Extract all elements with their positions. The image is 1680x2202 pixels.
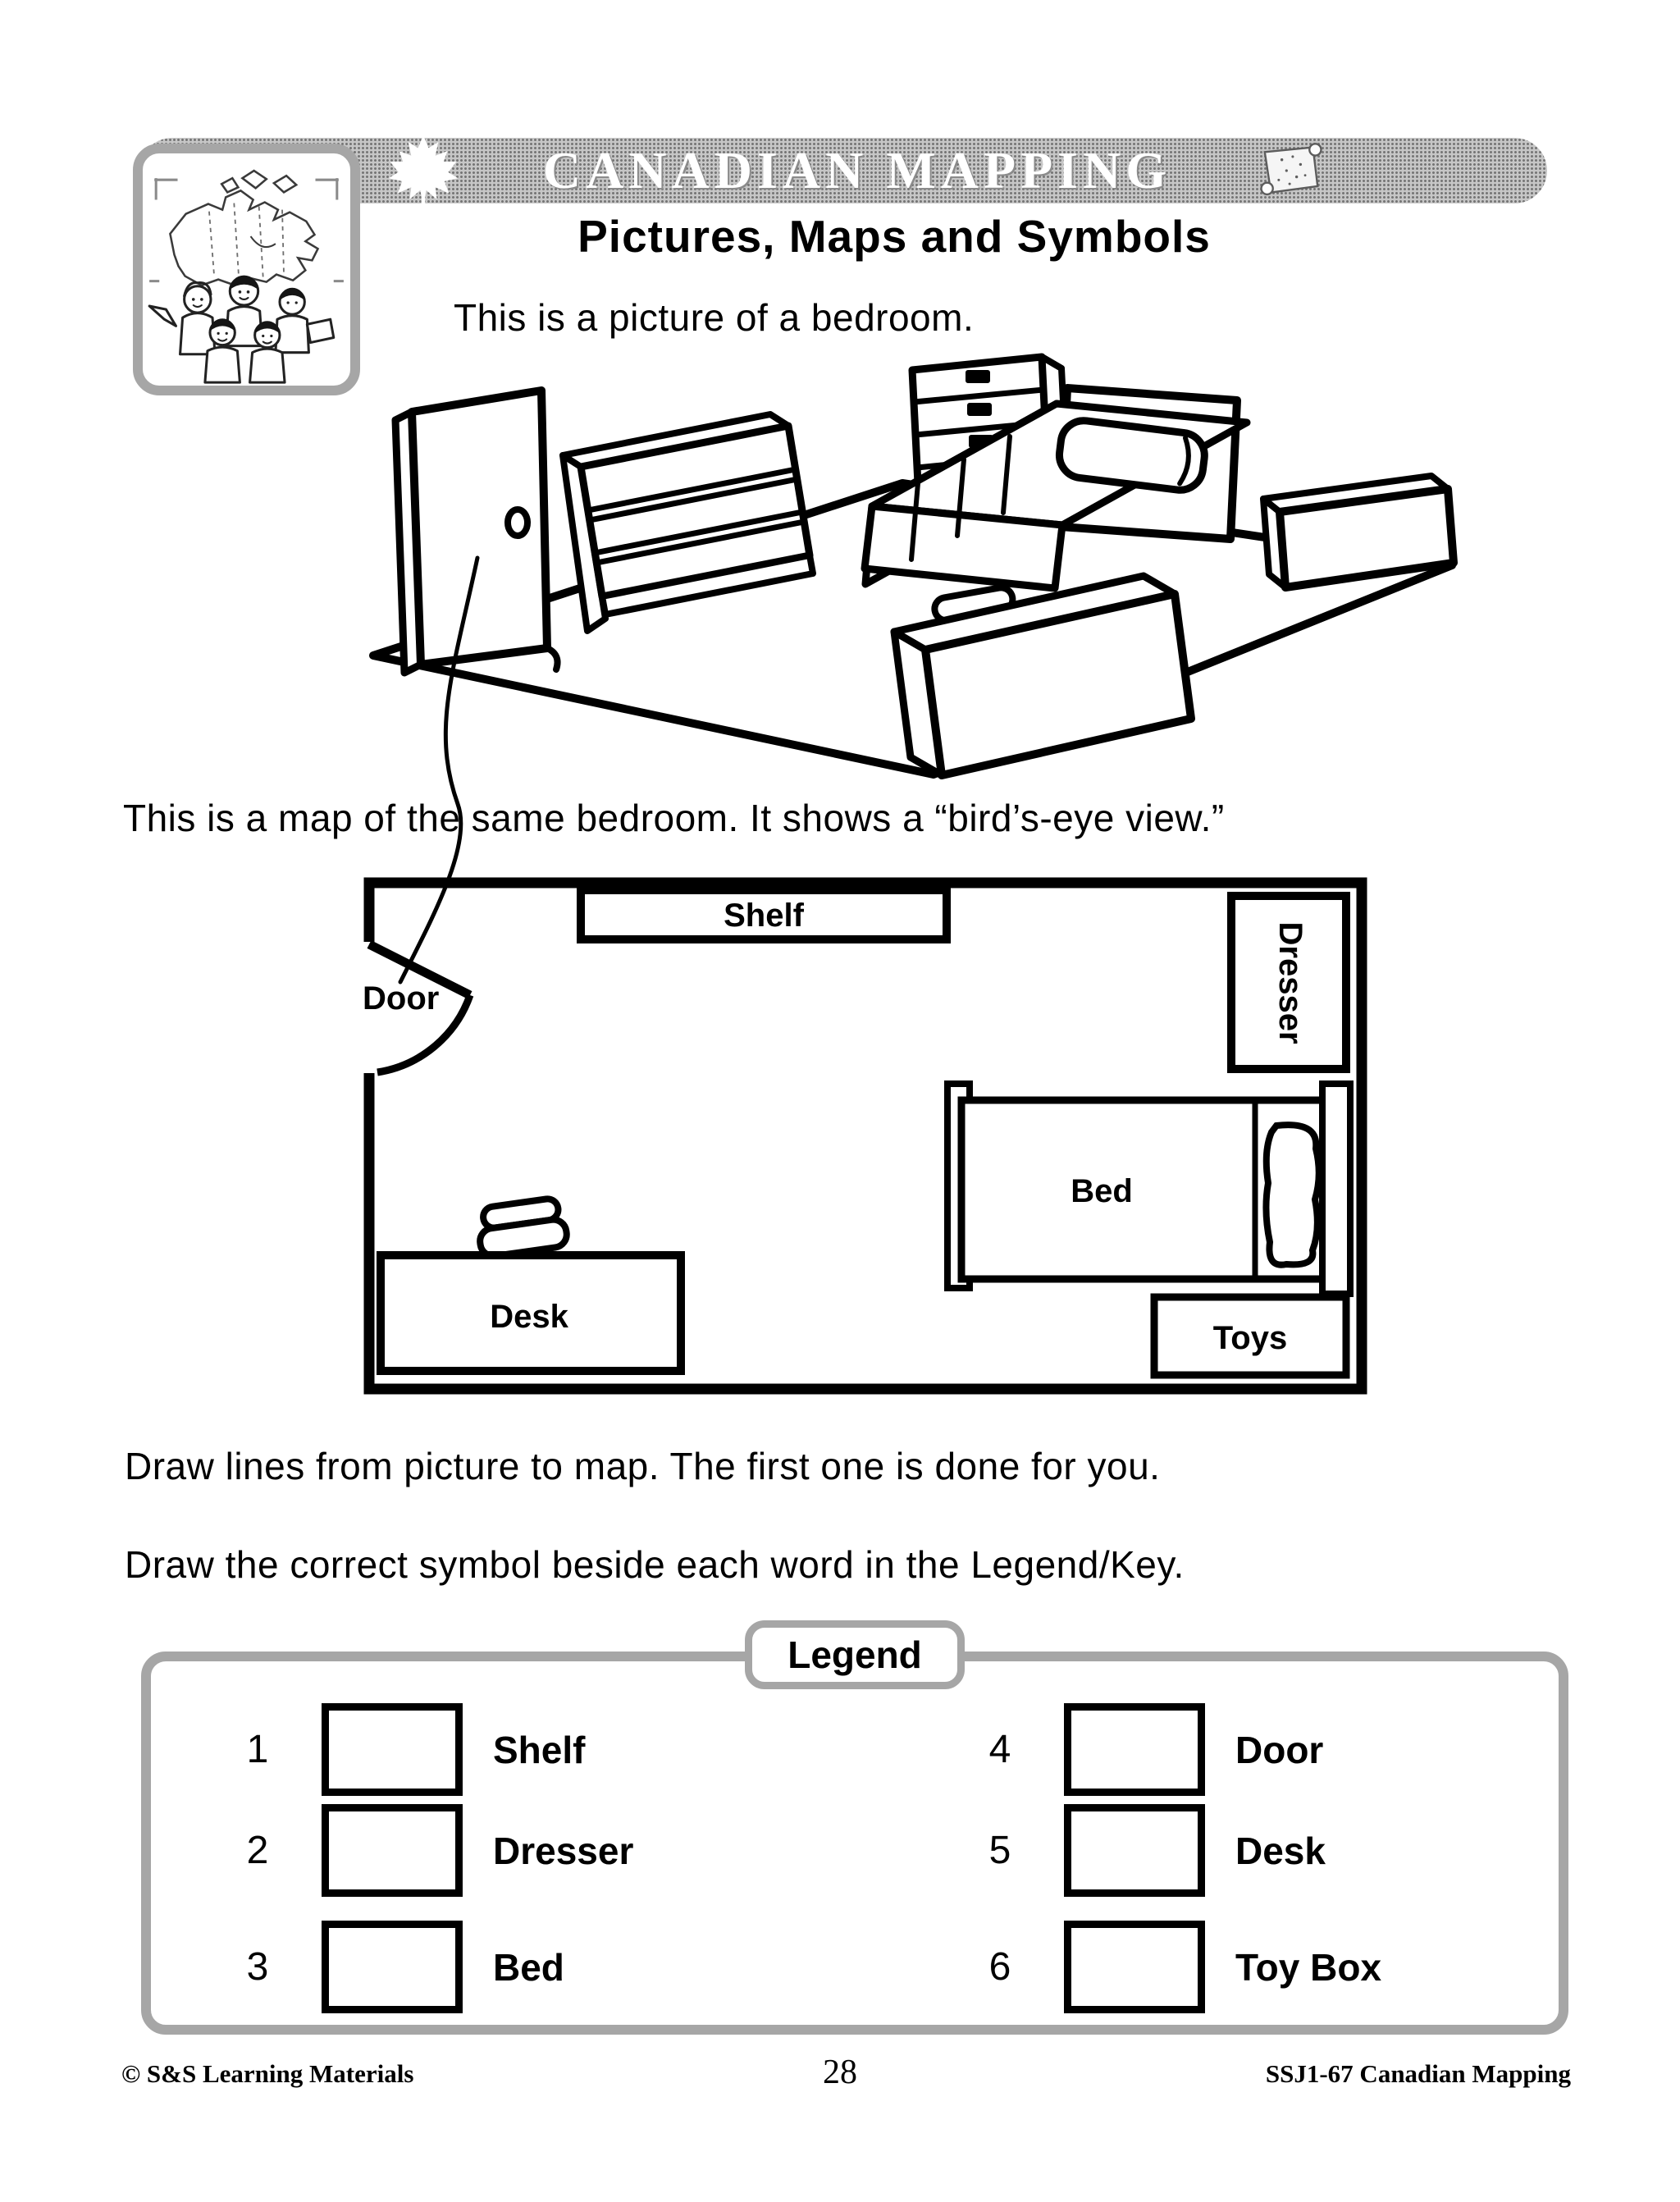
footer-copyright: © S&S Learning Materials [121,2059,414,2088]
legend-item-label: Door [1235,1728,1324,1771]
page-title: Pictures, Maps and Symbols [578,211,1211,262]
instruction-draw-symbols: Draw the correct symbol beside each word… [125,1543,1185,1586]
legend-item-number: 6 [988,1945,1011,1989]
map-toys-box[interactable] [1150,1293,1350,1379]
map-label-door: Door [363,980,439,1016]
canada-map-icon [169,169,320,287]
shelf-illustration[interactable] [559,411,816,634]
map-bed[interactable] [944,1080,1354,1297]
map-label-shelf: Shelf [724,898,804,934]
children-icon [148,275,336,384]
bedroom-map: Door Shelf Dresser Bed Desk Toys [363,877,1367,1395]
instruction-draw-lines: Draw lines from picture to map. The firs… [125,1445,1161,1487]
legend-item-number: 4 [988,1728,1011,1771]
toy-box-illustration[interactable] [1260,473,1458,592]
legend-item-label: Desk [1235,1829,1326,1872]
legend-item-number: 5 [988,1829,1011,1872]
legend-symbol-box-door[interactable] [1064,1703,1205,1796]
legend-symbol-box-shelf[interactable] [322,1703,463,1796]
map-shelf-box[interactable] [577,886,951,943]
legend-item-label: Bed [493,1945,564,1989]
legend-item-shelf: 1 Shelf [233,1696,585,1803]
map-door-swing-arc [377,994,474,1076]
picture-caption: This is a picture of a bedroom. [454,296,975,339]
legend-item-door: 4 Door [975,1696,1323,1803]
map-room-outline [363,877,1367,1395]
legend-item-desk: 5 Desk [975,1797,1326,1904]
legend-item-bed: 3 Bed [233,1913,564,2021]
map-label-bed: Bed [1071,1173,1133,1209]
legend-symbol-box-desk[interactable] [1064,1804,1205,1897]
footer-product-code: SSJ1-67 Canadian Mapping [1265,2059,1571,2088]
legend-item-toy-box: 6 Toy Box [975,1913,1381,2021]
legend-item-label: Shelf [493,1728,586,1771]
footer-page-number: 28 [823,2054,857,2091]
legend-item-label: Dresser [493,1829,634,1872]
map-pillow [1262,1122,1322,1268]
bed-illustration[interactable] [861,384,1251,592]
legend-symbol-box-bed[interactable] [322,1921,463,2013]
legend-item-number: 2 [246,1829,269,1872]
map-dresser-box[interactable] [1227,892,1350,1073]
map-desk[interactable] [377,1195,685,1375]
map-label-toys: Toys [1213,1320,1287,1356]
map-scroll-icon [1260,143,1322,196]
door-illustration[interactable] [391,386,561,677]
legend-title: Legend [788,1633,922,1676]
legend-symbol-box-toy-box[interactable] [1064,1921,1205,2013]
crop-marks-icon [149,178,344,283]
desk-illustration[interactable] [890,572,1195,779]
canada-map-children-logo [148,169,344,384]
legend-item-dresser: 2 Dresser [233,1797,633,1904]
legend-symbol-box-dresser[interactable] [322,1804,463,1897]
map-caption: This is a map of the same bedroom. It sh… [123,797,1225,839]
legend-item-label: Toy Box [1235,1945,1382,1989]
series-logo-box [133,144,360,395]
page-banner-title: CANADIAN MAPPING [542,141,1172,199]
legend-item-number: 1 [246,1728,269,1771]
legend-tab: Legend [745,1620,965,1689]
maple-leaf-icon [388,135,459,207]
legend-item-number: 3 [246,1945,269,1989]
map-label-dresser: Dresser [1272,921,1308,1044]
bedroom-picture-illustration [369,353,1458,779]
header-banner: CANADIAN MAPPING [139,135,1547,207]
map-label-desk: Desk [490,1299,568,1335]
legend-box: Legend 1 Shelf 2 Dresser 3 Bed 4 Door 5 … [141,1620,1568,2035]
